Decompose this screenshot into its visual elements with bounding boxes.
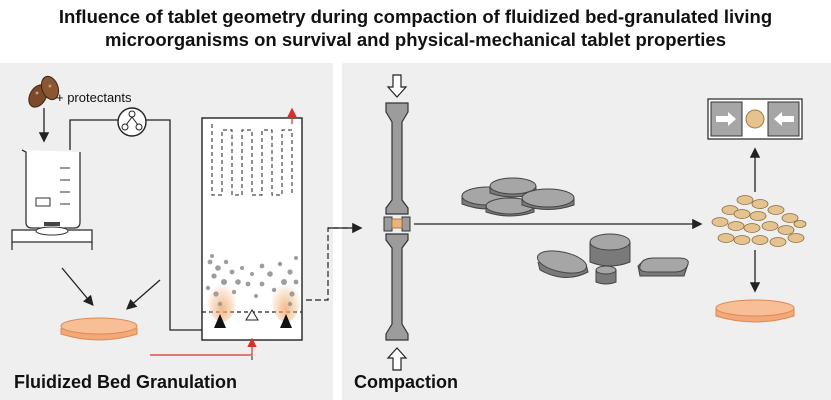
left-panel-label: Fluidized Bed Granulation xyxy=(14,372,238,392)
title-line-1: Influence of tablet geometry during comp… xyxy=(58,6,773,27)
lower-punch xyxy=(385,233,409,341)
tubing-to-nozzle xyxy=(146,119,208,331)
gray-tablets-flat xyxy=(461,177,575,217)
die-right xyxy=(401,216,411,232)
tan-tablets-pile xyxy=(711,195,807,247)
die-left xyxy=(383,216,393,232)
force-arrow-bottom xyxy=(386,347,408,371)
microorganism-icon xyxy=(28,75,60,108)
connector-dashed xyxy=(306,227,352,301)
petri-dish-left xyxy=(60,317,138,341)
arrow-beaker-to-dish xyxy=(61,267,94,306)
force-arrow-top xyxy=(386,74,408,98)
powder-in-die xyxy=(391,218,403,229)
beaker-icon xyxy=(21,149,81,229)
right-panel-label: Compaction xyxy=(354,372,459,392)
peristaltic-pump-icon xyxy=(117,107,147,137)
petri-dish-right xyxy=(715,299,795,323)
tubing-to-pump xyxy=(69,119,118,150)
inlet-air-arrow xyxy=(150,337,257,356)
gray-tablets-shapes xyxy=(536,233,689,285)
title: Influence of tablet geometry during comp… xyxy=(0,0,831,51)
fluid-bed-granulator xyxy=(201,117,303,341)
protectants-label: + protectants xyxy=(56,90,132,105)
upper-punch xyxy=(385,102,409,215)
title-line-2: microorganisms on survival and physical-… xyxy=(105,29,726,50)
arrow-granulator-to-dish xyxy=(126,279,161,310)
magnetic-stirrer-icon xyxy=(11,222,93,250)
hardness-tester-icon xyxy=(707,98,803,140)
